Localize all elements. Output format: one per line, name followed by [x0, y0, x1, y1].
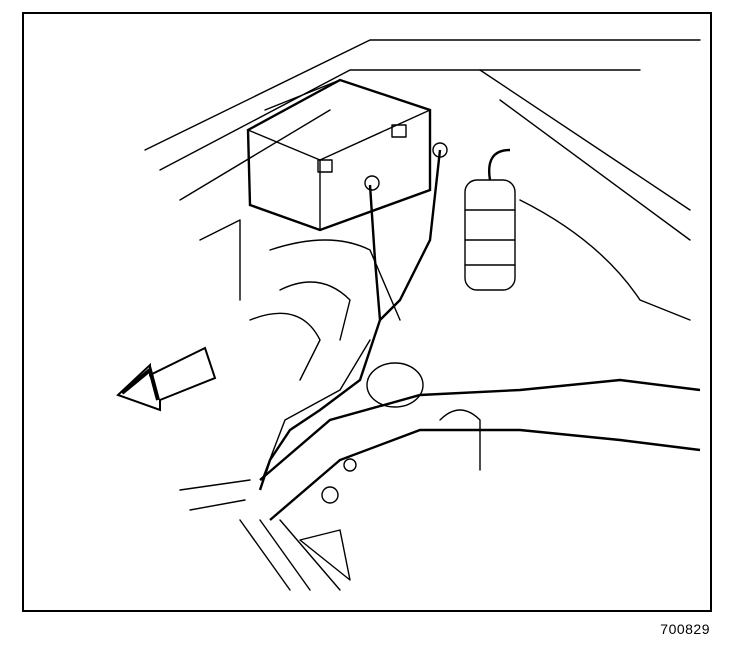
battery [246, 78, 432, 232]
illustration-frame [22, 12, 712, 612]
figure-number: 700829 [660, 621, 710, 637]
battery-cables [258, 142, 448, 491]
front-arrow-icon [116, 346, 217, 412]
frame-rail [179, 362, 701, 591]
fender-body-lines [144, 39, 701, 381]
canister [464, 148, 516, 291]
